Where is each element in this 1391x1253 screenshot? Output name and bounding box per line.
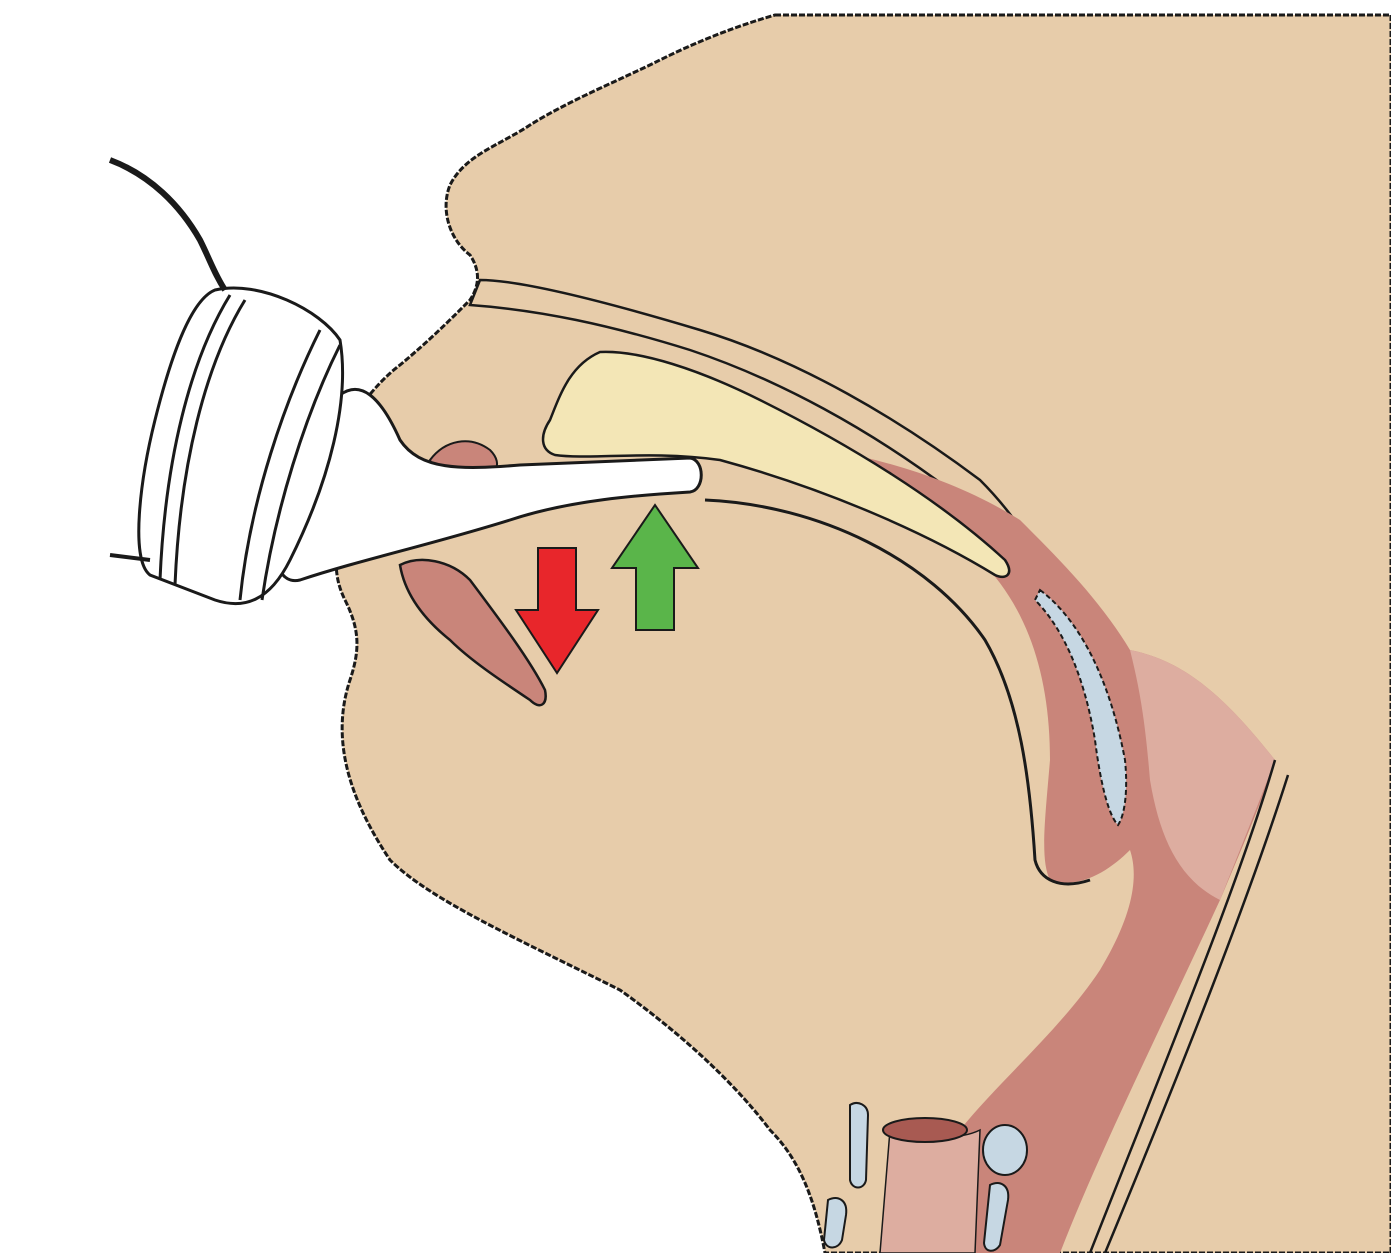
aspirator-hose — [110, 160, 225, 290]
trachea-cartilage-left — [850, 1103, 868, 1187]
trachea-cartilage-left-2 — [824, 1198, 846, 1247]
trachea-rings — [880, 1130, 980, 1253]
vocal-cords — [883, 1118, 967, 1142]
trachea-cartilage-right — [983, 1125, 1027, 1175]
